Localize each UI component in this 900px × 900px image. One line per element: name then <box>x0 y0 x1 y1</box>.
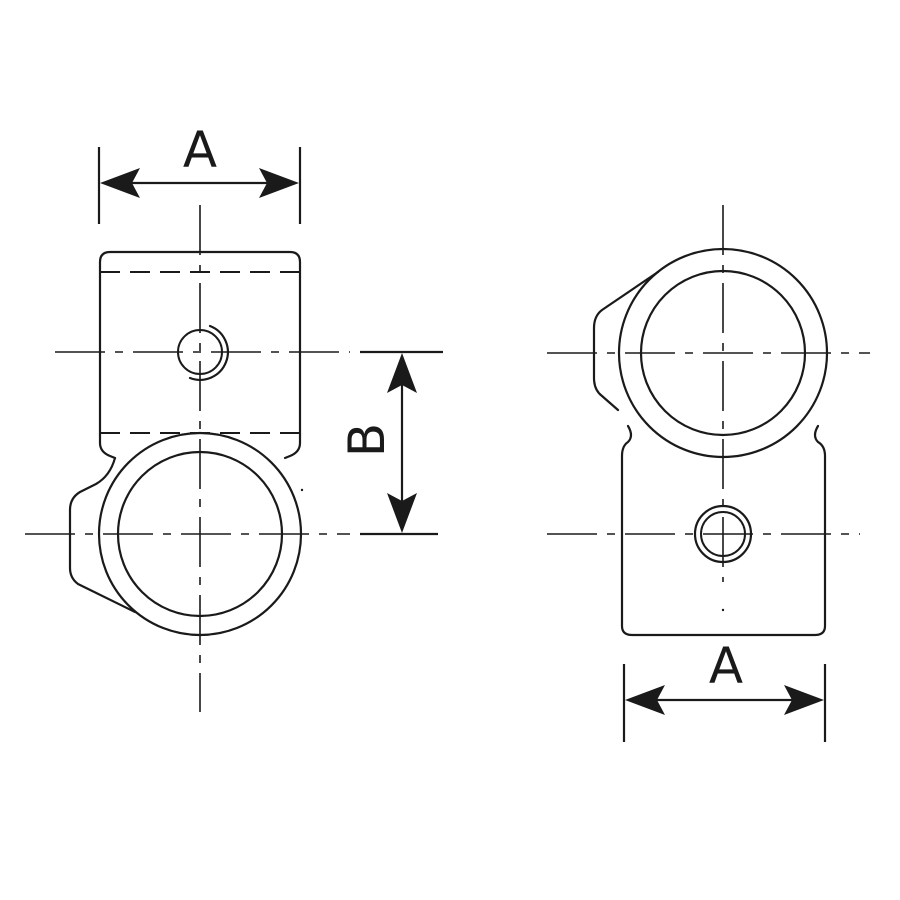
dim-b-label: B <box>338 423 396 457</box>
side-view <box>25 205 350 712</box>
side-view-boss <box>68 456 137 614</box>
dim-a-left-arrow-right <box>259 168 299 198</box>
dimension-a-right: A <box>622 637 827 742</box>
dim-b-arrow-bottom <box>387 493 417 533</box>
side-view-screw-hole <box>188 324 229 381</box>
dim-a-left-label: A <box>183 121 217 179</box>
dim-b-arrow-top <box>387 353 417 393</box>
dimension-b: B <box>338 350 443 536</box>
dim-a-right-label: A <box>709 637 743 695</box>
side-view-dot <box>300 488 304 492</box>
dim-a-left-arrow-left <box>100 168 140 198</box>
end-view-body-outline <box>620 424 827 637</box>
dim-a-right-arrow-right <box>784 685 824 715</box>
dimension-a-left: A <box>97 121 302 224</box>
dim-a-right-arrow-left <box>625 685 665 715</box>
end-view-dot <box>721 608 725 612</box>
end-view <box>547 205 870 637</box>
